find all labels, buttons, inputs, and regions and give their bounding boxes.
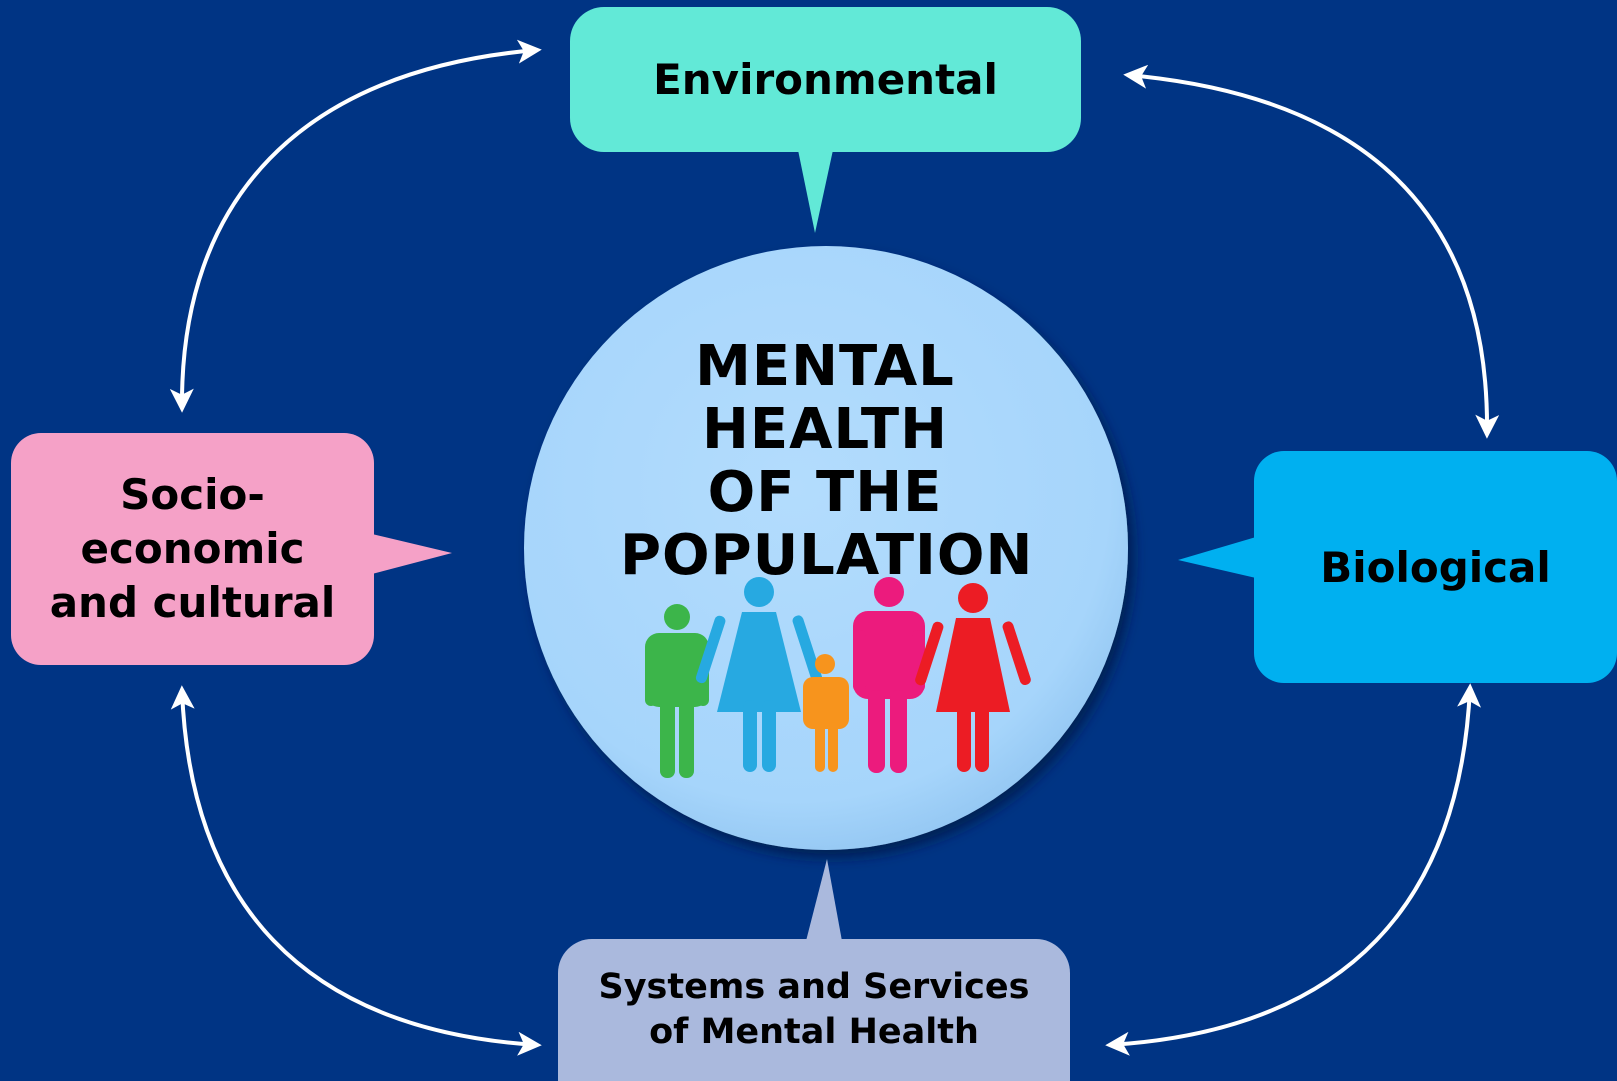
center-title-line: HEALTH <box>702 397 948 462</box>
arrow-biological-systems <box>1105 683 1482 1056</box>
systems-services-box: Systems and Services of Mental Health <box>558 939 1070 1081</box>
systems-pointer <box>806 859 842 941</box>
center-title-line: POPULATION <box>620 523 1034 588</box>
center-title-line: MENTAL <box>695 334 955 399</box>
arrow-environmental-biological <box>1123 64 1500 439</box>
biological-pointer <box>1178 537 1256 578</box>
arrow-environmental-socio <box>169 39 542 413</box>
socio-label-line: economic <box>80 524 305 573</box>
person-icon-woman-red <box>915 583 1031 772</box>
socio-label-line: Socio- <box>120 470 265 519</box>
arrow-socio-systems <box>170 685 542 1056</box>
socio-economic-box: Socio- economic and cultural <box>11 433 374 665</box>
person-icon-man-green <box>645 604 709 778</box>
socio-label-line: and cultural <box>49 578 336 627</box>
person-icon-woman-blue <box>695 577 823 772</box>
biological-box: Biological <box>1254 451 1617 683</box>
systems-label-line: of Mental Health <box>649 1012 979 1052</box>
person-icon-man-pink <box>853 577 925 773</box>
environmental-pointer <box>798 150 833 233</box>
center-title-line: OF THE <box>707 460 943 525</box>
systems-services-label: Systems and Services of Mental Health <box>599 965 1030 1055</box>
systems-label-line: Systems and Services <box>598 967 1030 1007</box>
center-title: MENTAL HEALTH OF THE POPULATION <box>620 334 1034 588</box>
family-figures <box>645 577 1031 778</box>
environmental-label: Environmental <box>653 55 998 104</box>
person-icon-child-orange <box>803 654 849 772</box>
socio-pointer <box>372 534 452 574</box>
biological-label: Biological <box>1320 542 1551 592</box>
socio-economic-label: Socio- economic and cultural <box>50 468 336 630</box>
environmental-box: Environmental <box>570 7 1081 152</box>
